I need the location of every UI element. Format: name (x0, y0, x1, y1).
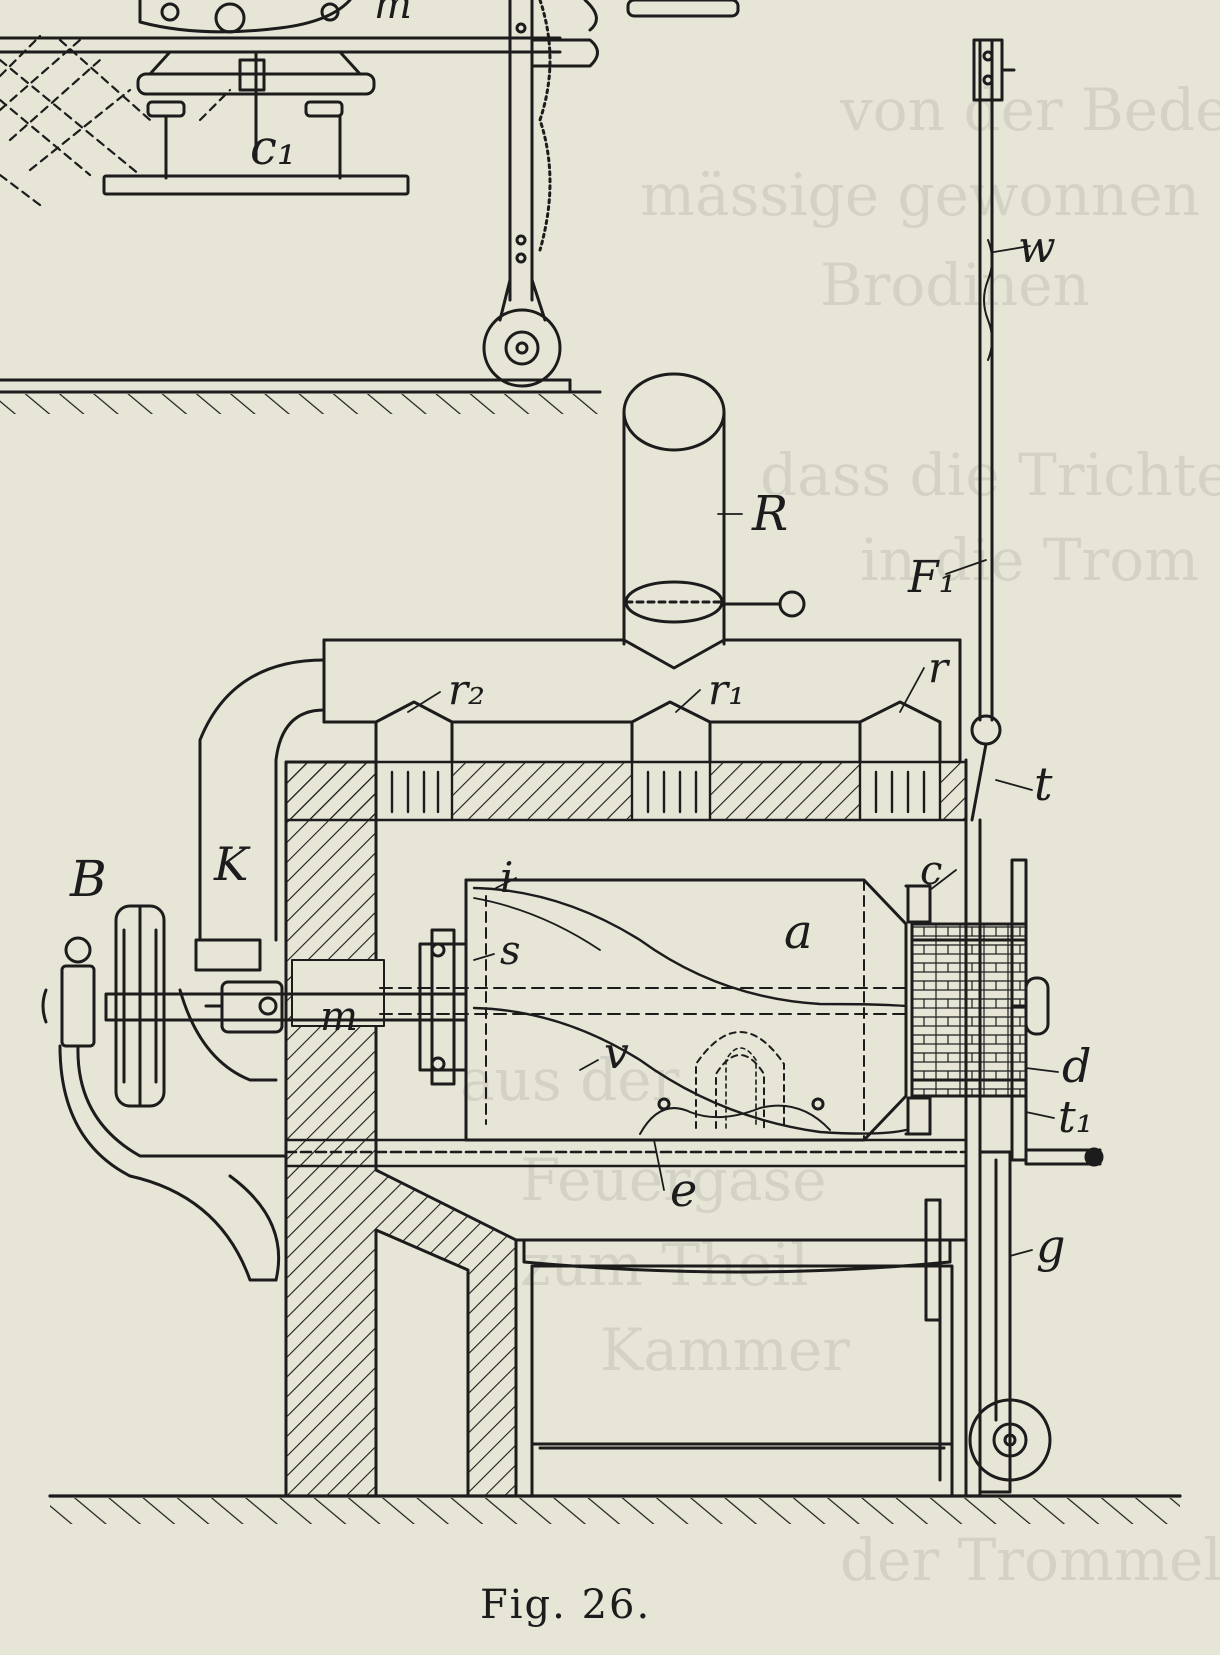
ash-pit (514, 1198, 968, 1498)
label-g: g (1036, 1219, 1065, 1273)
door-guide (964, 38, 1104, 1498)
bleed-line: der Trommel (840, 1526, 1220, 1594)
upper-machine (0, 0, 740, 394)
label-m-upper: m (374, 0, 412, 28)
furnace-roof (284, 760, 968, 822)
label-i: i (500, 853, 513, 902)
label-K: K (213, 837, 251, 891)
upper-ground (0, 394, 606, 414)
label-t1: t₁ (1058, 1092, 1093, 1143)
drum-end-plug (904, 884, 1050, 1136)
roasting-drum (379, 878, 908, 1142)
bleed-line: von der Bede (839, 76, 1220, 144)
bleed-line: Feuergase (520, 1146, 827, 1214)
label-B: B (69, 850, 107, 908)
label-r1: r₁ (708, 665, 745, 714)
main-ground (48, 1494, 1182, 1524)
furnace-left-wall (284, 760, 518, 1498)
label-c: c (920, 848, 942, 894)
bleed-line: Kammer (600, 1316, 850, 1384)
label-e: e (670, 1163, 697, 1217)
label-a: a (784, 904, 813, 960)
bleed-line: mässige gewonnen (640, 161, 1200, 229)
labels: m c₁ w R F₁ r₂ r₁ r t B K i a s m v c d … (69, 0, 1093, 1273)
label-r2: r₂ (448, 665, 485, 714)
label-m: m (320, 994, 358, 1040)
figure-caption: Fig. 26. (480, 1582, 651, 1628)
chimney (622, 372, 806, 646)
label-F1: F₁ (907, 552, 956, 603)
label-c1: c₁ (250, 120, 296, 176)
bleed-through-text: von der Bede mässige gewonnen Brodinen d… (460, 76, 1220, 1594)
flue-manifold (198, 638, 962, 942)
bleed-line: dass die Trichter (760, 441, 1220, 509)
leader-lines (407, 245, 1059, 1257)
bleed-line: aus der (460, 1046, 680, 1114)
drive-shaft (41, 904, 468, 1282)
label-d: d (1062, 1039, 1091, 1093)
bleed-line: Brodinen (820, 251, 1090, 319)
label-t: t (1034, 757, 1053, 811)
label-s: s (500, 928, 521, 974)
bleed-line: in die Trom (860, 526, 1199, 594)
label-r: r (928, 643, 951, 692)
label-v: v (604, 1028, 629, 1079)
label-R: R (751, 486, 788, 542)
